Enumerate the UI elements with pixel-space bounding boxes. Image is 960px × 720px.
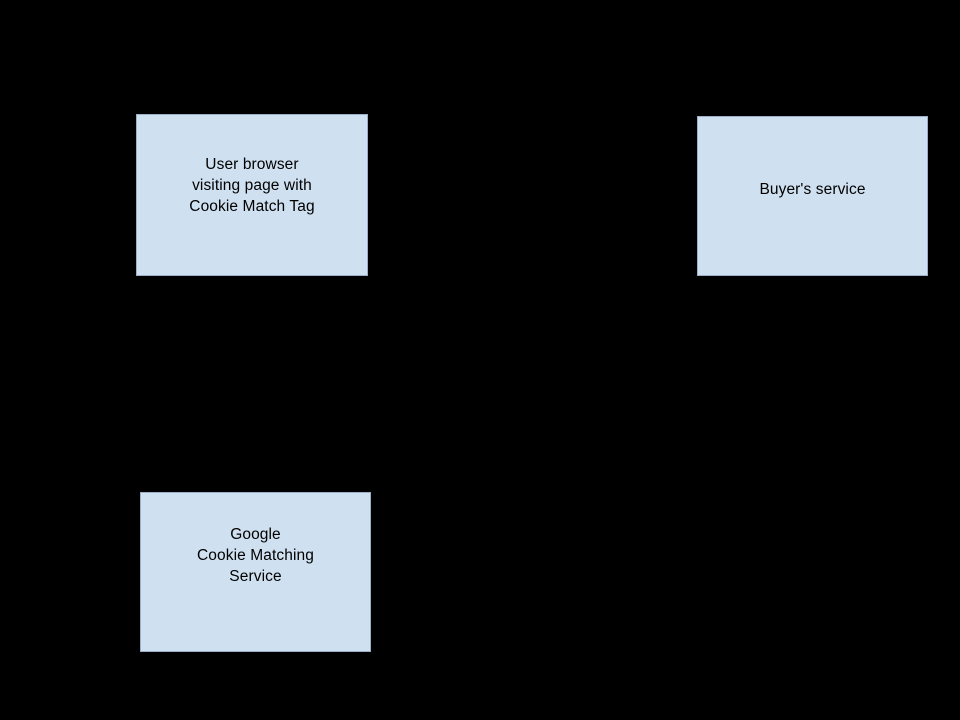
node-google-cookie-matching-service-label: Google Cookie Matching Service: [197, 525, 314, 585]
node-user-browser[interactable]: User browser visiting page with Cookie M…: [136, 114, 368, 276]
node-user-browser-label: User browser visiting page with Cookie M…: [189, 155, 315, 215]
node-buyer-service-label: Buyer's service: [759, 180, 866, 198]
node-google-cookie-matching-service[interactable]: Google Cookie Matching Service: [140, 492, 371, 652]
node-buyer-service[interactable]: Buyer's service: [697, 116, 928, 276]
